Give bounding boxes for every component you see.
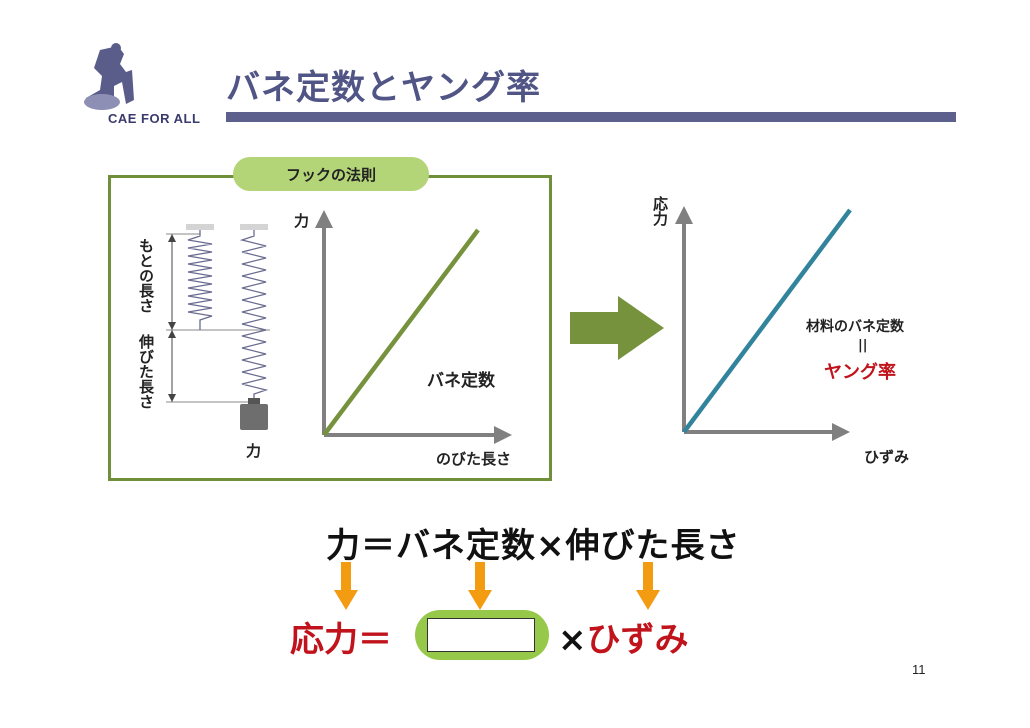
logo-figure-icon — [84, 43, 134, 110]
down-arrow-icon — [334, 562, 358, 610]
formula-stress: 応力＝ — [290, 612, 392, 661]
spring-illustration — [166, 224, 270, 430]
stress-strain-graph — [675, 206, 852, 441]
spring-constant-label: バネ定数 — [427, 371, 495, 391]
page-number: 11 — [912, 662, 926, 677]
brand-name: CAE FOR ALL — [108, 111, 201, 126]
down-arrow-icon — [468, 562, 492, 610]
youngs-modulus-label: ヤング率 — [824, 362, 896, 383]
down-arrow-icon — [636, 562, 660, 610]
hooke-y-axis-label: 力 — [294, 212, 310, 230]
strain-text: ひずみ — [586, 620, 689, 660]
weight-force-label: 力 — [246, 442, 262, 460]
equals-vertical-sign: || — [858, 338, 868, 353]
formula-stress-right: ×ひずみ — [558, 612, 689, 661]
formula-spring: 力＝バネ定数×伸びた長さ — [326, 526, 741, 566]
original-length-label: もとの長さ — [137, 238, 155, 313]
hooke-law-tab: フックの法則 — [233, 157, 429, 191]
stress-y-axis-label: 応力 — [651, 196, 669, 226]
slide-title: バネ定数とヤング率 — [226, 68, 541, 108]
strain-x-axis-label: ひずみ — [864, 448, 910, 466]
blank-answer-box — [427, 618, 535, 652]
hooke-graph — [315, 210, 512, 444]
title-underline — [226, 112, 956, 122]
right-arrow-icon — [570, 296, 664, 360]
stress-equals-text: 応力＝ — [290, 620, 392, 660]
material-spring-constant-label: 材料のバネ定数 — [806, 319, 904, 335]
hooke-x-axis-label: のびた長さ — [436, 450, 512, 468]
extension-label: 伸びた長さ — [137, 334, 155, 409]
times-sign: × — [558, 620, 587, 660]
